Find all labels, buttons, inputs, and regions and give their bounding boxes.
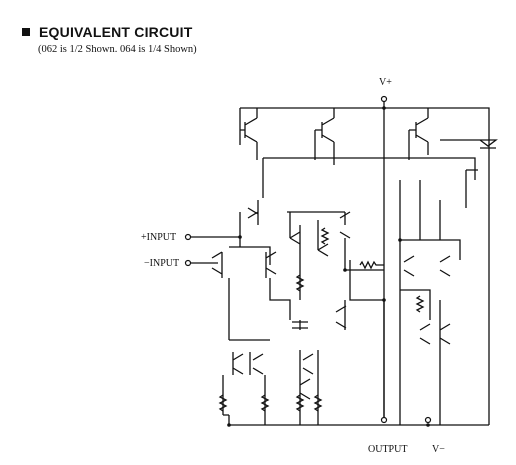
- square-bullet-icon: [22, 28, 30, 36]
- circuit-wiring: [190, 99, 498, 426]
- output-terminal: [380, 416, 388, 424]
- vplus-terminal: [380, 95, 388, 103]
- plus-input-terminal: [184, 233, 192, 241]
- minus-input-terminal: [184, 259, 192, 267]
- section-subtitle: (062 is 1/2 Shown. 064 is 1/4 Shown): [38, 44, 197, 55]
- terminals: [184, 95, 432, 424]
- output-label: OUTPUT: [368, 444, 407, 455]
- junction-dots: [227, 106, 430, 427]
- vminus-label: V−: [432, 444, 445, 455]
- section-title: EQUIVALENT CIRCUIT: [39, 24, 193, 40]
- minus-input-label: −INPUT: [144, 258, 179, 269]
- plus-input-label: +INPUT: [141, 232, 176, 243]
- vplus-label: V+: [379, 77, 392, 88]
- vminus-terminal: [424, 416, 432, 424]
- section-heading: EQUIVALENT CIRCUIT: [22, 24, 192, 40]
- resistors: [218, 227, 425, 412]
